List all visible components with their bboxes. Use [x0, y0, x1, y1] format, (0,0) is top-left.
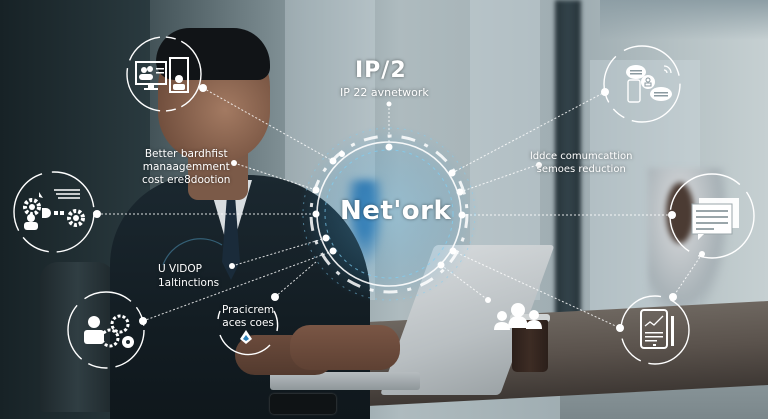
background-colleague [648, 168, 728, 318]
tablet-chart-icon [620, 295, 690, 365]
right-hand [290, 325, 400, 370]
bandwidth-label: Better bardhfist manaagemment cost ere8d… [142, 148, 230, 187]
connector-lines [97, 87, 703, 329]
workflow-gears-icon [13, 171, 95, 253]
practices-line-1: Pracicrem [222, 304, 275, 316]
chat-messages-icon [603, 45, 681, 123]
ceiling [600, 0, 768, 40]
vidop-label: U VIDOP 1altinctions [158, 262, 219, 290]
bandwidth-line-1: Better bardhfist [144, 148, 228, 160]
vidop-line-2: 1altinctions [158, 277, 220, 289]
practices-label: Pracicrem aces coes [222, 304, 274, 330]
endpoint-dots [93, 84, 705, 332]
network-hub [299, 124, 479, 304]
communication-line-2: semoes reduction [536, 164, 626, 175]
bandwidth-line-3: cost ere8dootion [142, 174, 231, 186]
vidop-arc [162, 238, 223, 266]
diamond-logo-icon [240, 330, 252, 344]
header-title: IP/2 [355, 58, 407, 83]
window-pillar [555, 0, 581, 330]
team-people-icon [494, 303, 542, 330]
smartphone [270, 394, 336, 414]
team-gears-icon [67, 291, 145, 369]
businessman-hair [156, 28, 270, 80]
video-conference-icon [126, 36, 202, 112]
communication-line-1: lddce comumcattion [530, 151, 633, 162]
laptop-keyboard [270, 372, 420, 390]
document-message-icon [669, 173, 755, 259]
header-subtitle: IP 22 avnetwork [340, 86, 429, 99]
practices-line-2: aces coes [222, 317, 274, 329]
communication-label: lddce comumcattion semoes reduction [530, 150, 632, 176]
necktie [222, 190, 240, 280]
hub-label: Net'ork [340, 196, 452, 226]
vidop-line-1: U VIDOP [158, 263, 202, 275]
practices-circle [217, 310, 279, 356]
bandwidth-line-2: manaagemment [142, 161, 230, 173]
